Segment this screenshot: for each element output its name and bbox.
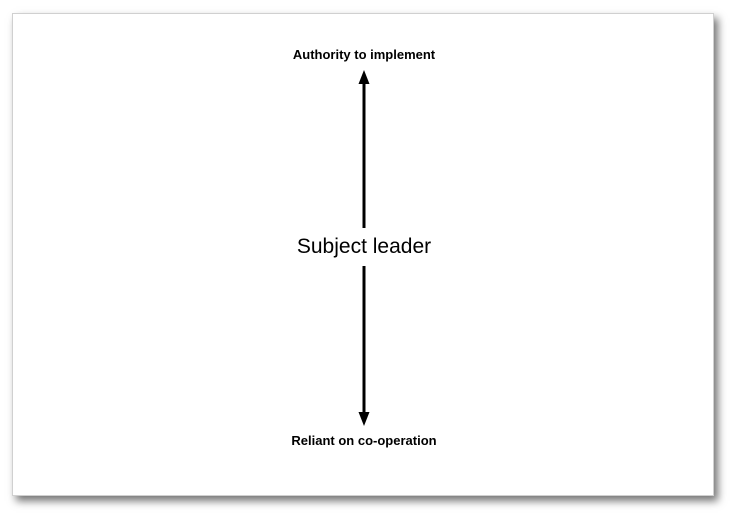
bottom-label: Reliant on co-operation bbox=[291, 433, 437, 448]
center-label: Subject leader bbox=[296, 235, 432, 258]
top-label: Authority to implement bbox=[292, 47, 436, 62]
